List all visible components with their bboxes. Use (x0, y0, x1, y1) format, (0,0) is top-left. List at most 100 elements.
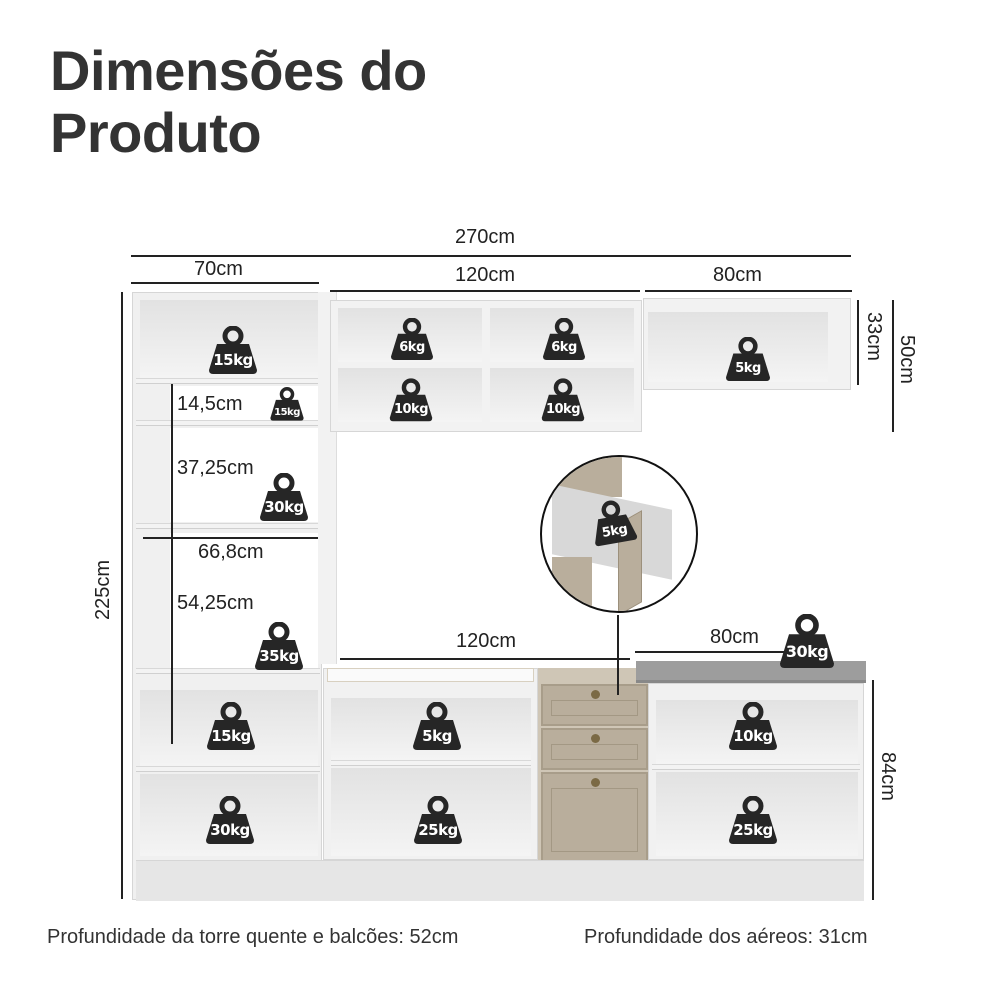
upper-right-inner-height-label: 33cm (863, 312, 885, 361)
tower-shelf (136, 523, 320, 529)
counter-right-width-label: 80cm (710, 626, 759, 648)
weight-label: 15kg (211, 727, 251, 745)
weight-icon: 10kg (540, 378, 586, 422)
upper-right-width-line (645, 290, 852, 292)
weight-icon: 6kg (541, 318, 587, 360)
knob-icon (590, 690, 600, 699)
weight-icon: 5kg (587, 496, 640, 547)
niche-width-label: 66,8cm (198, 541, 264, 563)
knob-icon (590, 778, 600, 787)
drawer-door[interactable] (541, 772, 648, 862)
counter-shelf (331, 760, 531, 766)
depth-tower-counters: Profundidade da torre quente e balcões: … (47, 926, 459, 948)
tower-shelf (136, 668, 320, 674)
niche-small-height-label: 14,5cm (177, 393, 243, 415)
depth-upper: Profundidade dos aéreos: 31cm (584, 926, 868, 948)
drawer-panel (551, 700, 638, 716)
weight-label: 5kg (422, 727, 452, 745)
weight-shape (270, 387, 304, 421)
tower-width-label: 70cm (194, 258, 243, 280)
weight-icon: 25kg (412, 796, 464, 844)
niche-width-line (143, 537, 318, 539)
weight-icon: 5kg (724, 337, 772, 381)
title-line-2: Produto (50, 101, 262, 164)
upper-middle-width-line (330, 290, 640, 292)
weight-shape (729, 796, 777, 844)
weight-label: 30kg (210, 821, 250, 839)
weight-icon: 10kg (727, 702, 779, 750)
counter-right-width-line (635, 651, 795, 653)
weight-label: 30kg (264, 498, 304, 516)
weight-label: 5kg (735, 361, 761, 376)
weight-shape (209, 326, 257, 374)
weight-shape (260, 473, 308, 521)
drawer-panel (551, 744, 638, 760)
upper-right-height-label: 50cm (896, 335, 918, 384)
weight-label: 6kg (399, 340, 425, 355)
weight-shape (543, 318, 585, 360)
tower-shelf (136, 420, 320, 426)
weight-icon: 15kg (207, 326, 259, 374)
tower-shelf (136, 766, 320, 772)
weight-icon: 30kg (258, 473, 310, 521)
weight-icon: 30kg (777, 614, 837, 668)
tower-width-line (131, 282, 319, 284)
weight-shape (389, 378, 433, 422)
weight-shape (391, 318, 433, 360)
total-height-label: 225cm (92, 560, 114, 621)
weight-icon: 10kg (388, 378, 434, 422)
weight-shape (726, 337, 770, 381)
counter-height-label: 84cm (877, 752, 899, 801)
counter-middle-width-label: 120cm (456, 630, 517, 652)
weight-icon: 5kg (411, 702, 463, 750)
counter-shelf (652, 764, 860, 770)
weight-shape (255, 622, 303, 670)
weight-shape (595, 500, 638, 547)
tower-shelf (136, 378, 320, 384)
weight-label: 10kg (733, 727, 773, 745)
weight-icon: 15kg (269, 387, 305, 421)
weight-shape (780, 614, 834, 668)
weight-label: 10kg (545, 402, 581, 417)
upper-middle-width-label: 120cm (455, 264, 516, 286)
weight-icon: 15kg (205, 702, 257, 750)
total-width-label: 270cm (455, 226, 516, 248)
weight-shape (729, 702, 777, 750)
upper-right-width-label: 80cm (713, 264, 762, 286)
title-line-1: Dimensões do (50, 39, 427, 102)
page-title: Dimensões do Produto (50, 40, 427, 164)
upper-right-height-line (892, 300, 894, 432)
weight-label: 15kg (213, 351, 253, 369)
weight-shape (414, 796, 462, 844)
callout-line (617, 615, 619, 695)
weight-label: 15kg (274, 407, 300, 418)
base-plinth (136, 860, 864, 901)
counter-height-line (872, 680, 874, 900)
weight-icon: 35kg (253, 622, 305, 670)
niche-large-height-label: 54,25cm (177, 592, 254, 614)
weight-label: 6kg (551, 340, 577, 355)
callout-lower-door (552, 557, 592, 611)
weight-label: 30kg (785, 642, 829, 661)
weight-shape (413, 702, 461, 750)
weight-label: 10kg (393, 402, 429, 417)
total-width-line (131, 255, 851, 257)
weight-icon: 6kg (389, 318, 435, 360)
weight-shape (206, 796, 254, 844)
drawer-1[interactable] (541, 684, 648, 726)
total-height-line (121, 292, 123, 899)
weight-shape (207, 702, 255, 750)
drawer-panel (551, 788, 638, 852)
knob-icon (590, 734, 600, 743)
weight-icon: 25kg (727, 796, 779, 844)
weight-shape (541, 378, 585, 422)
weight-icon: 30kg (204, 796, 256, 844)
weight-label: 25kg (733, 821, 773, 839)
weight-label: 25kg (418, 821, 458, 839)
upper-right-inner-height-line (857, 300, 859, 385)
drawer-2[interactable] (541, 728, 648, 770)
sink-top (327, 668, 534, 682)
niche-middle-height-label: 37,25cm (177, 457, 254, 479)
niche-height-line (171, 384, 173, 744)
counter-middle-width-line (340, 658, 630, 660)
